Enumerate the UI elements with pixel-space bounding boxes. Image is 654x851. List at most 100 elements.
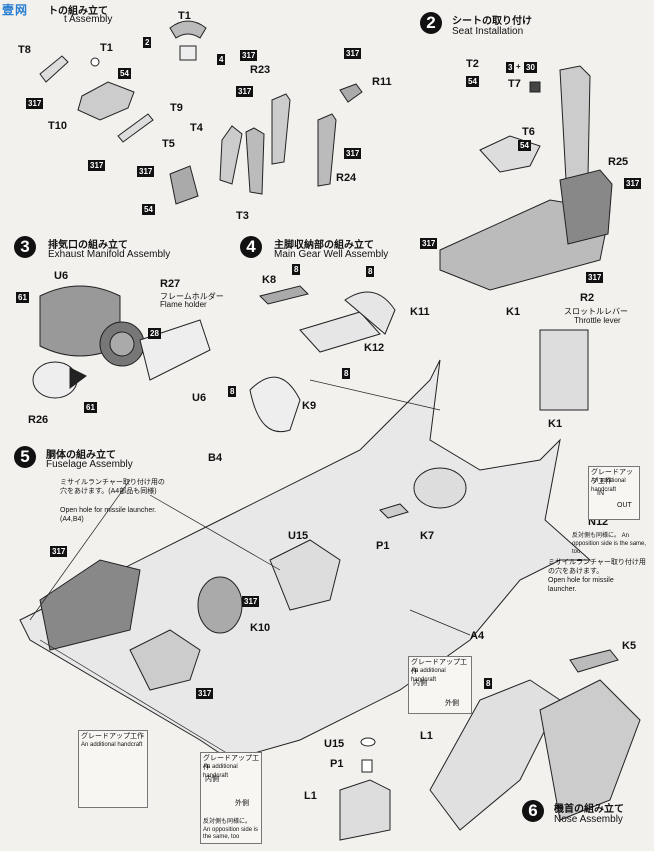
out-label-jp-4: 外側 bbox=[235, 800, 249, 807]
missile-note-en: Open hole for missile launcher.(A4,B4) bbox=[60, 507, 157, 523]
paint-8-b: 8 bbox=[366, 266, 375, 277]
label-t5: T5 bbox=[162, 138, 175, 150]
in-label-jp-4: 内側 bbox=[205, 776, 219, 783]
paint-8-d: 8 bbox=[228, 386, 237, 397]
l1-part-small bbox=[339, 779, 391, 841]
label-t3: T3 bbox=[236, 210, 249, 222]
paint-28: 28 bbox=[148, 328, 161, 339]
r24-part bbox=[317, 113, 337, 187]
plus-sign: + bbox=[516, 62, 521, 71]
step5-title-jp: 胴体の組み立て bbox=[46, 450, 116, 461]
step5-number: 5 bbox=[14, 446, 36, 468]
step6-title-en: Nose Assembly bbox=[554, 814, 623, 825]
label-r27-en: Flame holder bbox=[160, 300, 207, 309]
upgrade-box-n7: グレードアップ工作 An additional handcraft bbox=[78, 730, 148, 808]
step4-number: 4 bbox=[240, 236, 262, 258]
label-k9: K9 bbox=[302, 400, 317, 412]
upgrade-box-n12: グレードアップ工作 An additional handcraft IN OUT bbox=[588, 466, 640, 520]
label-t1b: T1 bbox=[100, 42, 113, 54]
label-t4: T4 bbox=[190, 122, 203, 134]
step2-number: 2 bbox=[420, 12, 442, 34]
label-u6: U6 bbox=[54, 270, 69, 282]
missile2-note-jp: ミサイルランチャー取り付け用の穴をあけます。 bbox=[548, 559, 646, 575]
paint-317-j: 317 bbox=[586, 272, 604, 283]
n12-detail: 反対側も同様に。 An opposition side is the same,… bbox=[572, 533, 647, 555]
k5-part bbox=[569, 649, 619, 673]
label-r26: R26 bbox=[28, 414, 49, 426]
label-t7: T7 bbox=[508, 78, 521, 90]
step2-title-en: Seat Installation bbox=[452, 26, 524, 37]
label-k7: K7 bbox=[420, 530, 435, 542]
upgrade-label-jp-3: グレードアップ工作 bbox=[81, 733, 144, 740]
upgrade-label-en: An additional handcraft bbox=[591, 478, 626, 493]
label-r23: R23 bbox=[250, 64, 271, 76]
label-l1: L1 bbox=[420, 730, 433, 742]
label-u6b: U6 bbox=[192, 392, 207, 404]
seat-assembly bbox=[129, 629, 201, 691]
paint-61-a: 61 bbox=[16, 292, 29, 303]
label-u15: U15 bbox=[288, 530, 309, 542]
paint-317-g: 317 bbox=[137, 166, 155, 177]
label-r2-en: Throttle lever bbox=[574, 316, 621, 325]
k7-part bbox=[413, 467, 467, 509]
paint-317-m: 317 bbox=[196, 688, 214, 699]
k9-part bbox=[249, 376, 301, 432]
t9-part bbox=[117, 113, 154, 143]
k1-detail bbox=[539, 329, 589, 411]
upgrade-label-jp-4: グレードアップ工作 bbox=[203, 755, 259, 771]
paint-317-k: 317 bbox=[50, 546, 68, 557]
label-k12: K12 bbox=[364, 342, 385, 354]
opp-note-jp: 反対側も同様に。 bbox=[203, 819, 252, 825]
paint-317-f: 317 bbox=[344, 148, 362, 159]
upgrade-label-en-2: An additional handcraft bbox=[411, 668, 446, 683]
site-logo: 壹网 bbox=[2, 3, 29, 17]
step3-title-en: Exhaust Manifold Assembly bbox=[48, 249, 171, 260]
label-t9: T9 bbox=[170, 102, 183, 114]
t10-part bbox=[77, 81, 135, 121]
label-t1: T1 bbox=[178, 10, 191, 22]
step4-title-jp: 主脚収納部の組み立て bbox=[274, 240, 374, 251]
label-a4: A4 bbox=[470, 630, 485, 642]
r23-part bbox=[271, 93, 291, 165]
paint-317-b: 317 bbox=[88, 160, 106, 171]
label-k11: K11 bbox=[410, 306, 430, 318]
paint-3: 3 bbox=[506, 62, 515, 73]
paint-8-e: 8 bbox=[484, 678, 493, 689]
label-r11: R11 bbox=[372, 76, 392, 88]
paint-54-d: 54 bbox=[518, 140, 531, 151]
missile-note-jp: ミサイルランチャー取り付け用の穴をあけます。(A4部品も同様) bbox=[60, 479, 165, 495]
label-p1b: P1 bbox=[330, 758, 344, 770]
upgrade-label-en-3: An additional handcraft bbox=[81, 742, 143, 748]
upgrade-box-n9: グレードアップ工作 An additional handcraft 内側 外側 … bbox=[200, 752, 262, 844]
k10-part bbox=[197, 576, 243, 634]
step1-title-jp: トの組み立て bbox=[48, 6, 108, 17]
paint-8-a: 8 bbox=[292, 264, 301, 275]
label-p1: P1 bbox=[376, 540, 390, 552]
label-t6: T6 bbox=[522, 126, 535, 138]
label-k1: K1 bbox=[506, 306, 521, 318]
paint-317-e: 317 bbox=[344, 48, 362, 59]
gear-well bbox=[269, 539, 341, 611]
upgrade-label-jp-2: グレードアップ工作 bbox=[411, 659, 467, 675]
step2-title-jp: シートの取り付け bbox=[452, 16, 532, 27]
paint-317-c: 317 bbox=[240, 50, 258, 61]
out-label-jp-2: 外側 bbox=[445, 700, 459, 707]
upgrade-label-jp: グレードアップ工作 bbox=[591, 469, 633, 485]
in-label: IN bbox=[597, 490, 604, 497]
label-t2: T2 bbox=[466, 58, 479, 70]
step6-title-jp: 機首の組み立て bbox=[554, 804, 624, 815]
paint-30: 30 bbox=[524, 62, 537, 73]
t5-part bbox=[169, 165, 199, 205]
r25-part bbox=[559, 169, 613, 245]
step6-number: 6 bbox=[522, 800, 544, 822]
seat-back bbox=[559, 65, 591, 181]
label-t10: T10 bbox=[48, 120, 67, 132]
k12-part bbox=[299, 311, 381, 353]
label-r25: R25 bbox=[608, 156, 629, 168]
paint-54-b: 54 bbox=[142, 204, 155, 215]
label-k10: K10 bbox=[250, 622, 271, 634]
step1-title-en: t Assembly bbox=[64, 14, 113, 25]
label-r2: R2 bbox=[580, 292, 595, 304]
missile2-note-en: Open hole for missile launcher. bbox=[548, 577, 614, 593]
